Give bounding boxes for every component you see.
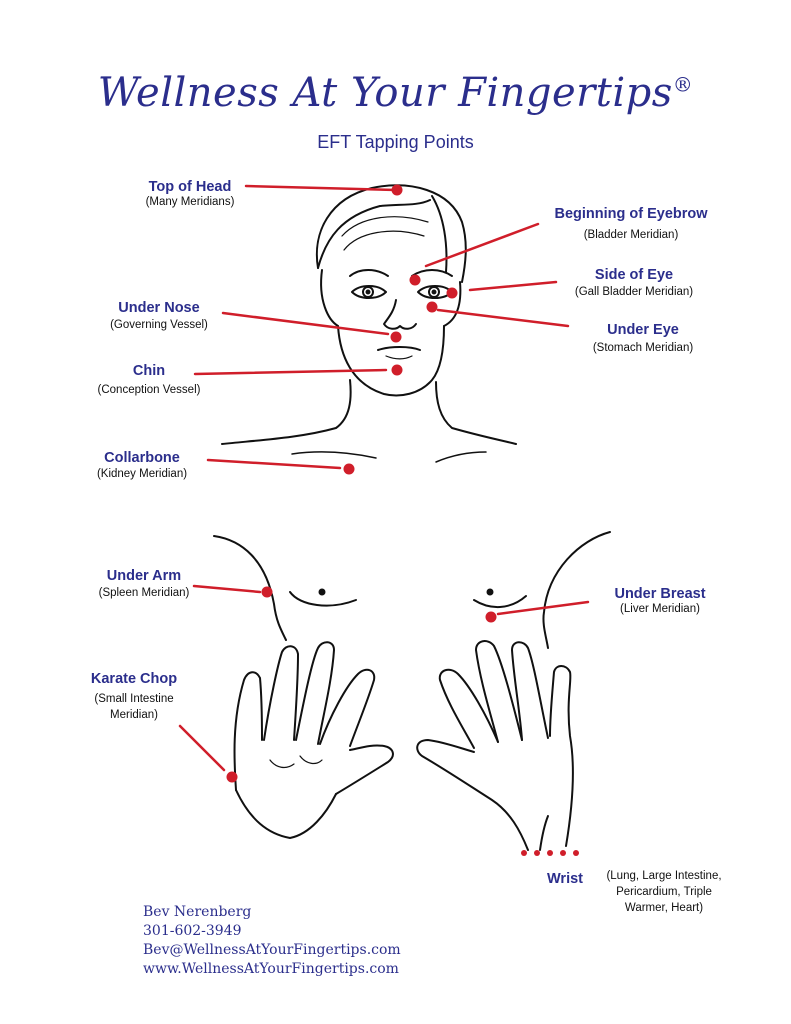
contact-block: Bev Nerenberg 301-602-3949 Bev@WellnessA… (143, 903, 401, 979)
label-name: Under Breast (614, 586, 706, 602)
label-side-of-eye: Side of Eye (Gall Bladder Meridian) (556, 267, 712, 299)
point-wrist-4 (560, 850, 566, 856)
label-name: Karate Chop (90, 671, 178, 687)
point-top-of-head (391, 184, 403, 196)
label-name: Chin (132, 363, 166, 379)
point-under-nose (390, 331, 402, 343)
line-eyebrow (424, 222, 540, 268)
label-under-arm: Under Arm (Spleen Meridian) (84, 568, 204, 600)
line-under-breast (496, 600, 590, 616)
contact-website[interactable]: www.WellnessAtYourFingertips.com (143, 961, 399, 977)
label-meridian: (Many Meridians) (145, 196, 235, 208)
line-top-of-head (244, 184, 398, 192)
label-wrist: Wrist (547, 871, 597, 887)
point-under-breast (485, 611, 497, 623)
label-name: Beginning of Eyebrow (554, 206, 708, 222)
line-side-of-eye (468, 280, 558, 292)
pointer-lines (178, 184, 590, 772)
point-karate-chop (226, 771, 238, 783)
label-meridian-line1: (Small Intestine (94, 693, 174, 705)
registered-mark: ® (672, 72, 694, 97)
label-chin: Chin (Conception Vessel) (82, 363, 216, 397)
point-wrist-1 (521, 850, 527, 856)
label-eyebrow: Beginning of Eyebrow (Bladder Meridian) (536, 206, 726, 242)
point-wrist-3 (547, 850, 553, 856)
label-name: Collarbone (104, 450, 180, 466)
point-under-eye (426, 301, 438, 313)
point-wrist-2 (534, 850, 540, 856)
label-meridian: (Governing Vessel) (110, 319, 208, 331)
label-meridian-line3: Warmer, Heart) (624, 902, 704, 914)
line-karate-chop (178, 724, 226, 772)
page-title: Wellness At Your Fingertips® (0, 70, 791, 116)
label-meridian: (Gall Bladder Meridian) (574, 286, 694, 298)
point-eyebrow (409, 274, 421, 286)
contact-name: Bev Nerenberg (143, 904, 252, 920)
label-meridian: (Liver Meridian) (620, 603, 700, 615)
label-wrist-meridians: (Lung, Large Intestine, Pericardium, Tri… (594, 869, 734, 915)
title-text: Wellness At Your Fingertips (97, 70, 673, 116)
label-meridian: (Spleen Meridian) (98, 587, 190, 599)
torso-hands-drawing (213, 531, 611, 851)
page-subtitle: EFT Tapping Points (317, 132, 474, 152)
label-name: Top of Head (148, 179, 232, 195)
label-under-nose: Under Nose (Governing Vessel) (94, 300, 224, 332)
label-name: Under Eye (607, 322, 679, 338)
label-under-eye: Under Eye (Stomach Meridian) (578, 322, 708, 355)
face-drawing (221, 184, 517, 463)
point-chin (391, 364, 403, 376)
line-under-eye (436, 308, 570, 328)
line-collarbone (206, 458, 342, 470)
label-karate-chop: Karate Chop (Small Intestine Meridian) (78, 671, 190, 722)
contact-phone: 301-602-3949 (143, 923, 242, 939)
contact-email[interactable]: Bev@WellnessAtYourFingertips.com (143, 942, 401, 958)
tapping-points (226, 184, 579, 856)
line-under-nose (221, 311, 390, 336)
label-meridian: (Conception Vessel) (97, 384, 201, 396)
label-top-of-head: Top of Head (Many Meridians) (130, 179, 250, 209)
label-meridian: (Kidney Meridian) (96, 468, 188, 480)
point-under-arm (261, 586, 273, 598)
label-meridian-line2: Pericardium, Triple (616, 886, 712, 898)
label-meridian: (Stomach Meridian) (592, 342, 694, 354)
label-meridian-line2: Meridian) (110, 709, 158, 721)
point-collarbone (343, 463, 355, 475)
label-meridian: (Bladder Meridian) (583, 229, 679, 241)
label-name: Wrist (547, 871, 583, 887)
label-name: Under Arm (106, 568, 182, 584)
label-collarbone: Collarbone (Kidney Meridian) (80, 450, 204, 481)
point-wrist-5 (573, 850, 579, 856)
label-meridian-line1: (Lung, Large Intestine, (606, 870, 722, 882)
line-chin (193, 368, 388, 376)
label-name: Side of Eye (594, 267, 674, 283)
label-under-breast: Under Breast (Liver Meridian) (600, 586, 720, 616)
point-side-of-eye (446, 287, 458, 299)
line-under-arm (192, 584, 262, 594)
label-name: Under Nose (118, 300, 200, 316)
